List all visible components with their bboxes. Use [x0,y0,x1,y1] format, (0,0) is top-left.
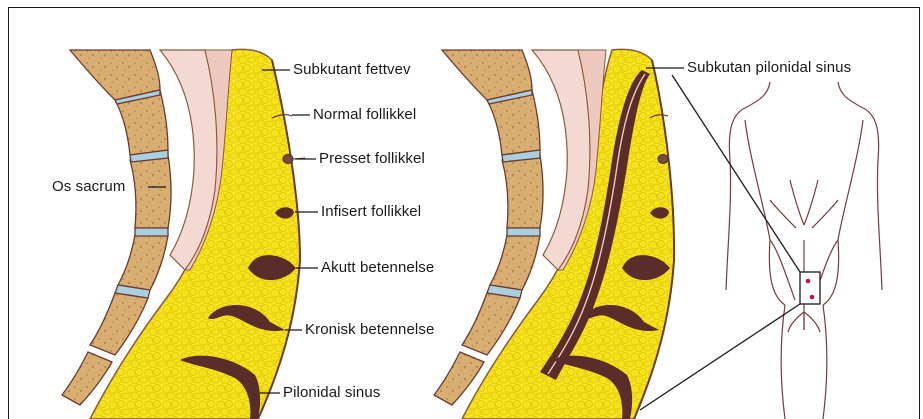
label-normal-follikkel: Normal follikkel [313,106,416,124]
label-subkutant-fettvev: Subkutant fettvev [293,61,411,79]
label-pilonidal-sinus: Pilonidal sinus [283,384,380,402]
right-section [434,49,674,419]
label-presset-follikkel: Presset follikkel [319,150,425,168]
label-kronisk-betennelse: Kronisk betennelse [305,321,434,339]
label-infisert-follikkel: Infisert follikkel [321,203,421,221]
sinus-marker-top [806,279,811,284]
sinus-marker-bottom [810,295,815,300]
left-section [62,49,305,419]
label-subkutan-pilonidal-sinus: Subkutan pilonidal sinus [687,59,851,77]
label-os-sacrum: Os sacrum [52,178,125,196]
zoom-box [800,272,820,304]
label-akutt-betennelse: Akutt betennelse [321,259,434,277]
torso-outline [726,82,882,419]
